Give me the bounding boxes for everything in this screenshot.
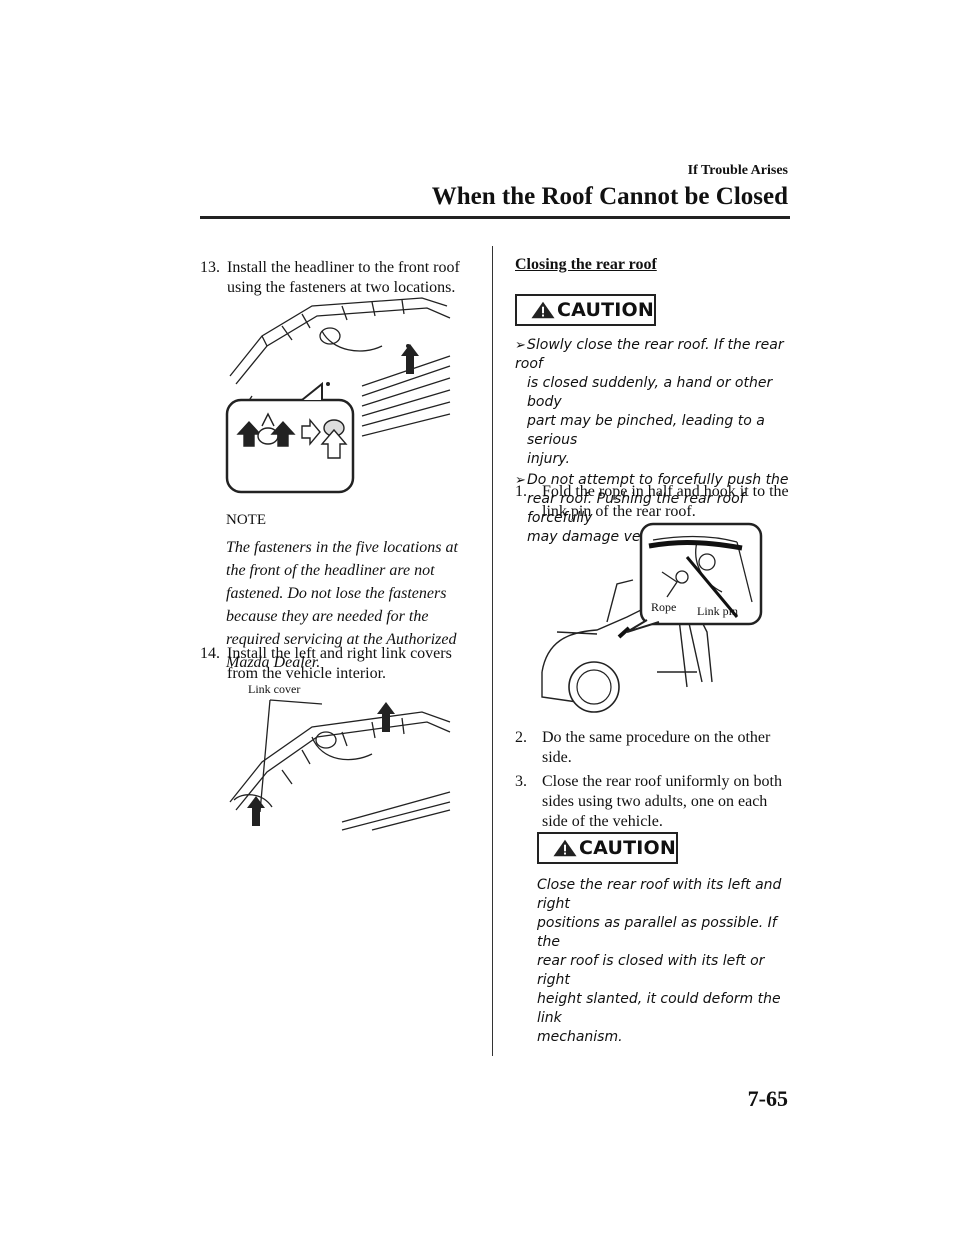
step-text: link pin of the rear roof. xyxy=(542,503,696,520)
step-text: Do the same procedure on the other xyxy=(542,729,771,746)
caution-box: CAUTION xyxy=(515,294,656,326)
headliner-fastener-illustration xyxy=(225,297,451,494)
step-text: Close the rear roof uniformly on both xyxy=(542,773,782,790)
step-number: 14. xyxy=(200,645,220,662)
warning-icon xyxy=(553,839,577,857)
step-number: 13. xyxy=(200,259,220,276)
step-text: Install the headliner to the front roof xyxy=(227,259,460,276)
step-text: Install the left and right link covers xyxy=(227,645,452,662)
arrow-bullet-icon: ➢ xyxy=(515,338,526,353)
note-title: NOTE xyxy=(226,512,266,528)
step-text: Fold the rope in half and hook it to the xyxy=(542,483,789,500)
note-line: fastened. Do not lose the fasteners xyxy=(226,585,447,602)
step-number: 3. xyxy=(515,773,527,790)
step-text: sides using two adults, one on each xyxy=(542,793,768,810)
arrow-bullet-icon: ➢ xyxy=(515,473,526,488)
step-text: side. xyxy=(542,749,572,766)
note-line: required servicing at the Authorized xyxy=(226,631,457,648)
caution-2-text: Close the rear roof with its left and ri… xyxy=(537,877,782,1045)
page-number: 7-65 xyxy=(747,1086,788,1111)
rope-link-pin-illustration xyxy=(541,522,763,713)
step-3: 3.Close the rear roof uniformly on both … xyxy=(515,772,795,832)
column-divider xyxy=(492,246,493,1056)
step-text: using the fasteners at two locations. xyxy=(227,279,456,296)
step-text: side of the vehicle. xyxy=(542,813,663,830)
rope-label: Rope xyxy=(651,600,677,614)
note-line: because they are needed for the xyxy=(226,608,429,625)
header-rule xyxy=(200,216,790,219)
note-line: the front of the headliner are not xyxy=(226,562,435,579)
note-body: The fasteners in the five locations at t… xyxy=(226,536,526,674)
caution-label: CAUTION xyxy=(557,299,654,321)
page-title: When the Roof Cannot be Closed xyxy=(431,183,788,210)
step-14: 14. Install the left and right link cover… xyxy=(200,644,490,684)
step-number: 1. xyxy=(515,483,527,500)
step-2: 2. Do the same procedure on the other sid… xyxy=(515,728,795,768)
link-cover-illustration xyxy=(229,699,451,831)
step-text: from the vehicle interior. xyxy=(227,665,387,682)
note-line: The fasteners in the five locations at xyxy=(226,539,458,556)
caution-label: CAUTION xyxy=(579,837,676,859)
step-1: 1. Fold the rope in half and hook it to t… xyxy=(515,482,795,522)
warning-icon xyxy=(531,301,555,319)
step-number: 2. xyxy=(515,729,527,746)
note-line: Mazda Dealer. xyxy=(226,654,321,671)
link-cover-label: Link cover xyxy=(248,682,301,696)
caution-box-2: CAUTION xyxy=(537,832,678,864)
caution-item: ➢Slowly close the rear roof. If the rear… xyxy=(515,337,784,467)
link-pin-label: Link pin xyxy=(697,604,738,618)
section-label: If Trouble Arises xyxy=(687,163,788,178)
step-13: 13. Install the headliner to the front ro… xyxy=(200,258,490,298)
subheading: Closing the rear roof xyxy=(515,256,657,273)
